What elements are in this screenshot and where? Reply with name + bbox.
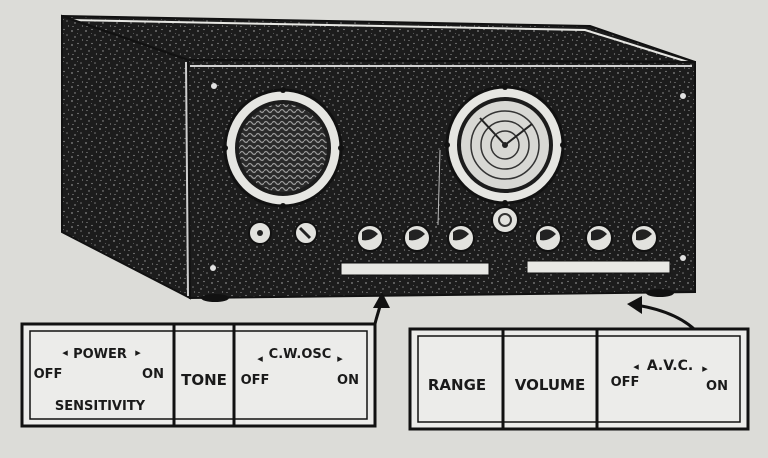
tone-label: TONE	[181, 371, 227, 389]
screw	[210, 265, 216, 271]
radio-cabinet	[61, 14, 696, 302]
cw-osc-title: C.W.OSC	[269, 347, 332, 362]
dial-cord	[437, 149, 441, 226]
panel-left-inner	[29, 330, 368, 420]
tuning-dial	[444, 84, 566, 206]
knob-cw-osc-1	[356, 224, 384, 252]
cabinet-foot	[646, 289, 674, 297]
power-arrow-right: ▸	[135, 346, 141, 359]
cw-osc-arrow-left: ◂	[257, 352, 263, 365]
speaker-grille	[222, 87, 344, 209]
range-label: RANGE	[428, 376, 486, 394]
power-on: ON	[142, 367, 164, 382]
cabinet-foot	[201, 294, 229, 302]
panel-left-frame	[20, 322, 377, 428]
label-plate-right	[526, 260, 671, 274]
cw-osc-arrow-right: ▸	[337, 352, 343, 365]
knob-volume	[585, 224, 613, 252]
avc-on: ON	[706, 379, 728, 394]
screw	[680, 255, 686, 261]
knob-tone	[294, 221, 318, 245]
avc-arrow-left: ◂	[633, 360, 639, 373]
cw-osc-on: ON	[337, 373, 359, 388]
knob-avc	[630, 224, 658, 252]
label-panel-right: RANGE VOLUME A.V.C. ◂ ▸ OFF ON	[408, 327, 750, 431]
screw	[680, 93, 686, 99]
cabinet-edge-highlight	[185, 61, 189, 297]
control-knobs	[248, 221, 658, 252]
knob-power	[248, 221, 272, 245]
knob-cw-osc-2	[403, 224, 431, 252]
avc-arrow-right: ▸	[702, 362, 708, 375]
knob-range	[534, 224, 562, 252]
fine-tune-knob	[491, 206, 519, 234]
arrow-head-right	[627, 296, 642, 314]
cw-osc-off: OFF	[241, 373, 270, 388]
panel-right-inner	[417, 335, 741, 423]
power-title: POWER	[73, 347, 127, 362]
knob-cw-osc-3	[447, 224, 475, 252]
power-sensitivity: SENSITIVITY	[55, 399, 146, 414]
label-plate-left	[340, 262, 490, 276]
power-off: OFF	[34, 367, 63, 382]
panel-right-frame	[408, 327, 750, 431]
cabinet-side	[61, 14, 192, 300]
cabinet-top-rim	[69, 19, 689, 63]
volume-label: VOLUME	[515, 376, 585, 394]
avc-title: A.V.C.	[647, 358, 693, 374]
screw	[211, 83, 217, 89]
arrow-head-left	[373, 292, 390, 308]
avc-off: OFF	[611, 375, 640, 390]
label-panel-left: POWER ◂ ▸ OFF ON SENSITIVITY TONE C.W.OS…	[20, 322, 377, 428]
power-arrow-left: ◂	[62, 346, 68, 359]
cabinet-screws	[210, 83, 686, 271]
